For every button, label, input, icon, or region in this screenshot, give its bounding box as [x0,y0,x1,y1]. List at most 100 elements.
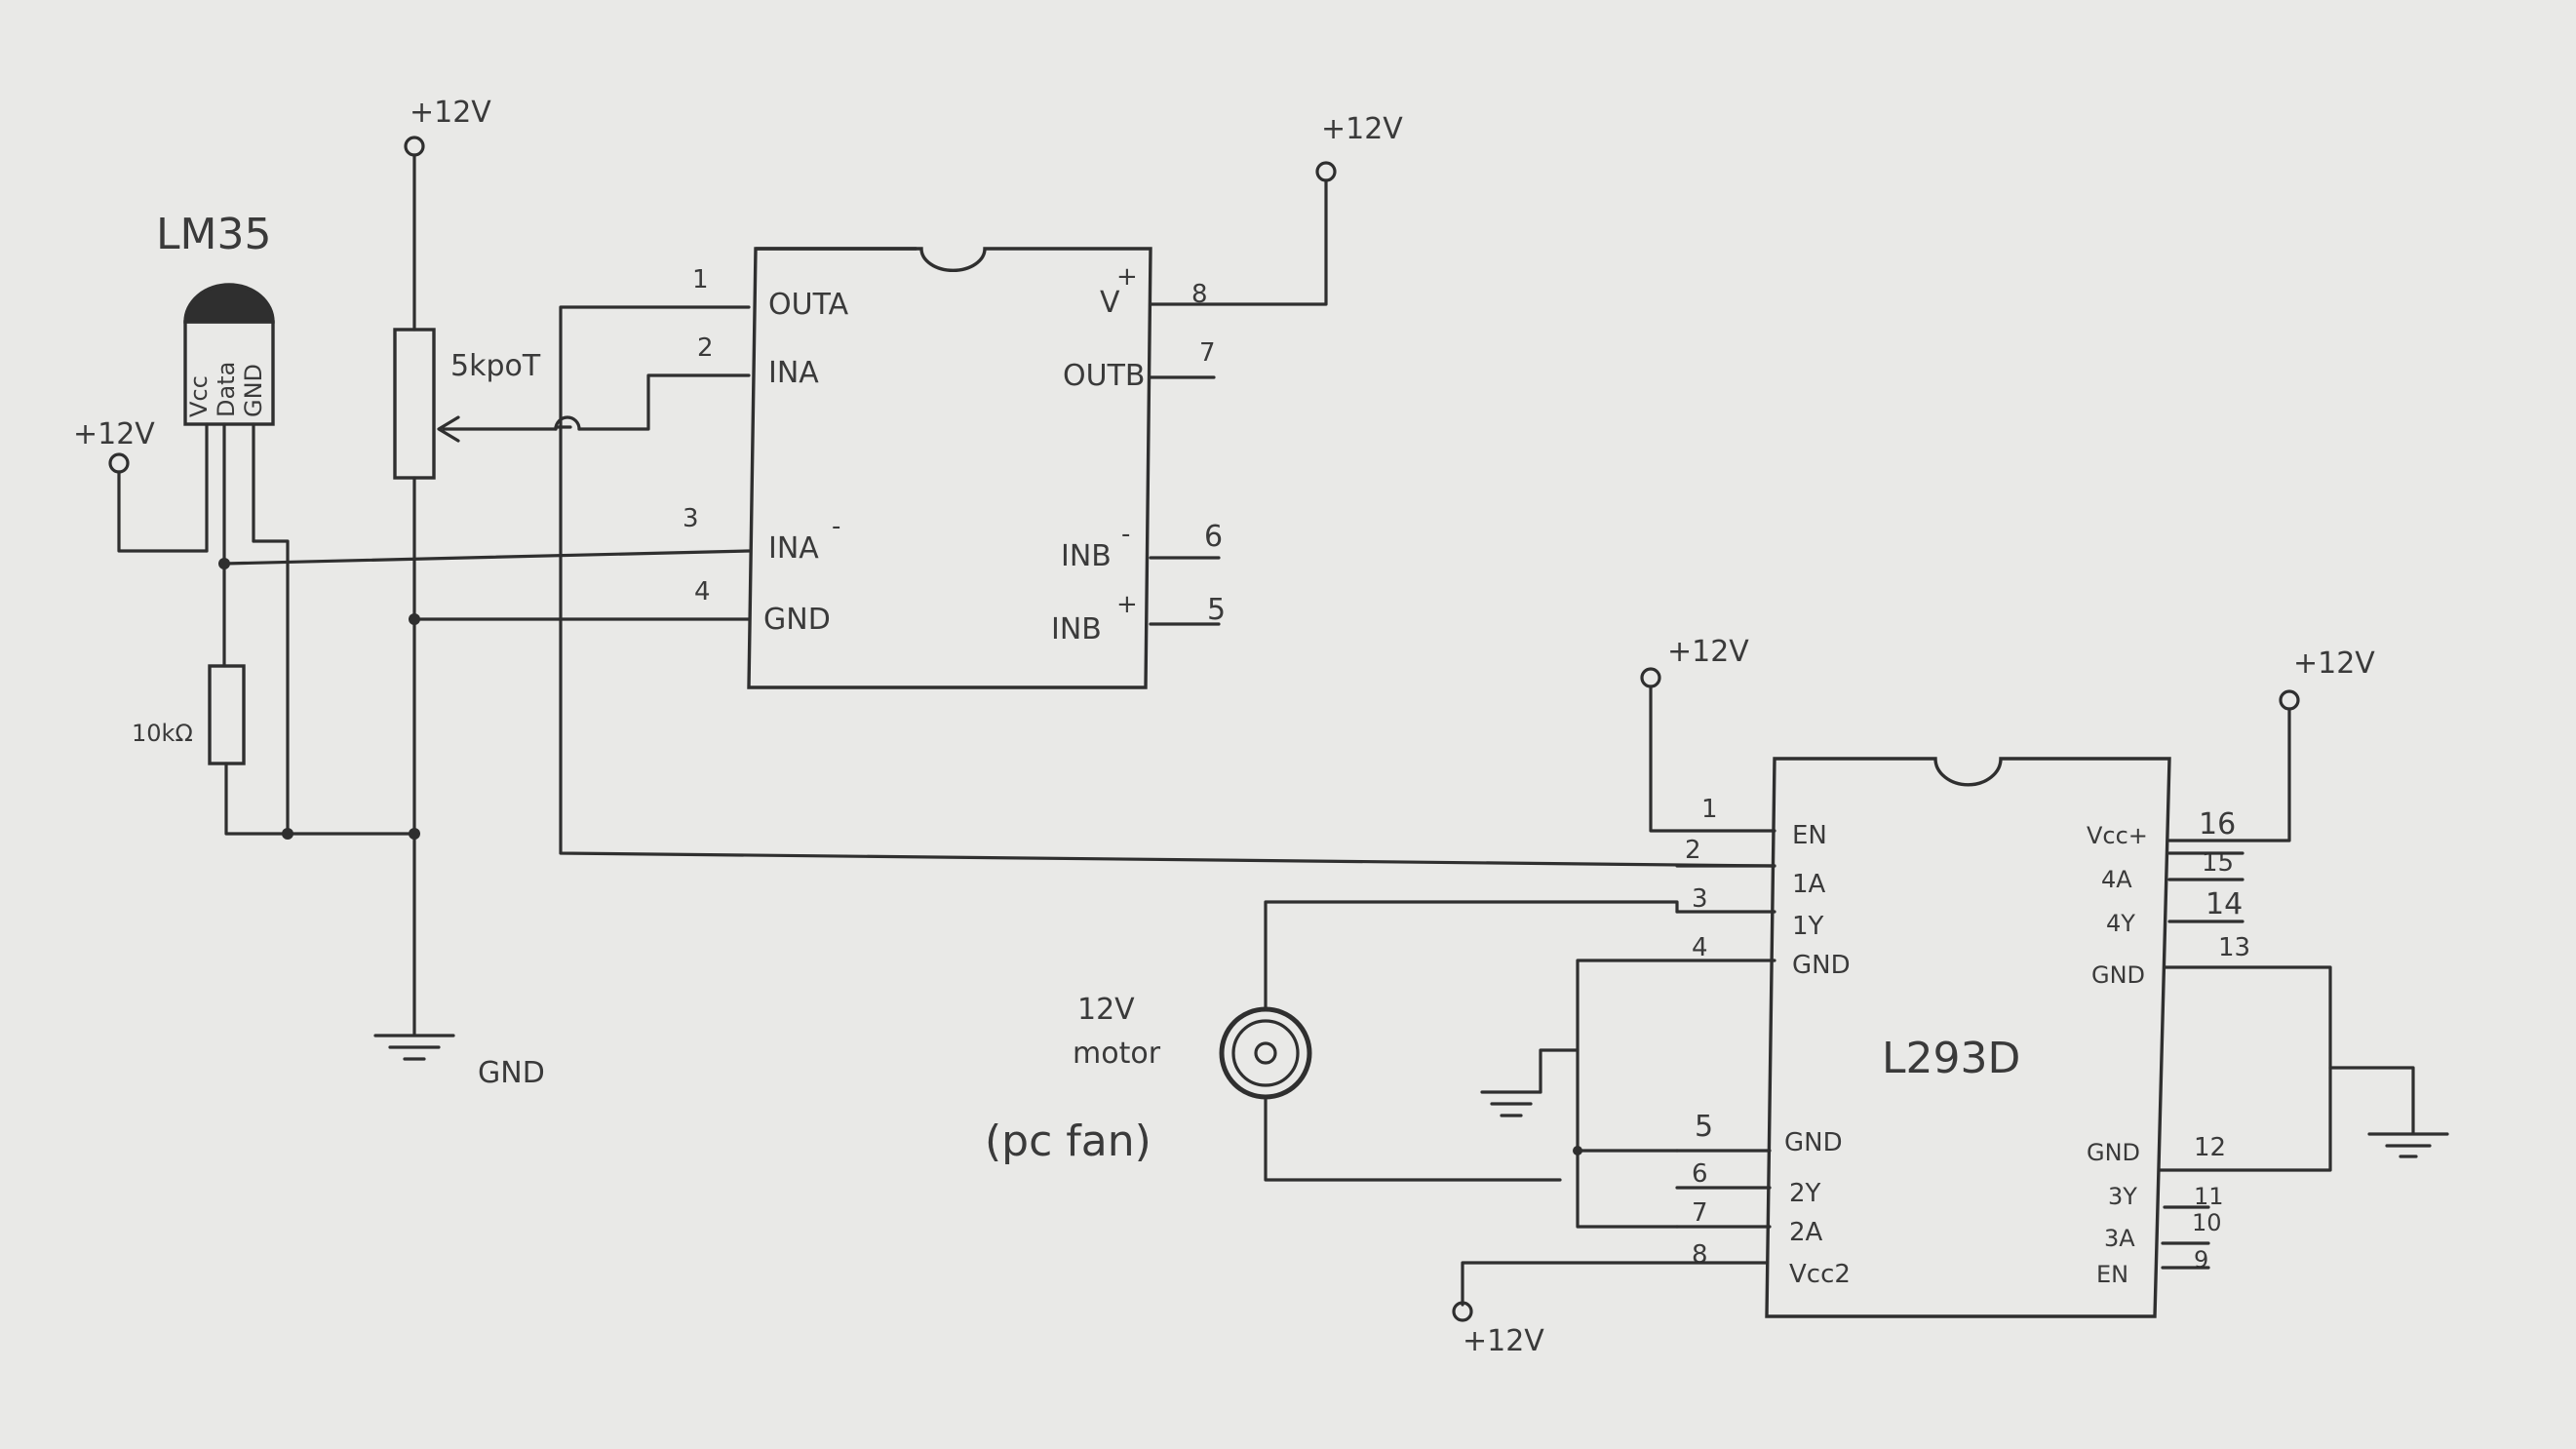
resistor-bottom-wire [224,762,416,836]
opamp-pin-5: 5 [1207,593,1226,627]
l293d-right-label-15: 4A [2101,866,2132,893]
motor-symbol-inner [1231,1019,1300,1087]
l293d-bottom-supply-terminal [1452,1301,1473,1322]
l293d-left-supply-label: +12V [1667,635,1749,669]
l293d-right-pin-16: 16 [2199,807,2236,842]
lm35-label: LM35 [156,210,271,259]
l293d-right-label-10: 3A [2104,1225,2135,1252]
opamp-vplus-label: V [1100,286,1120,320]
opamp-pin-8: 8 [1191,280,1208,309]
l293d-right-pin-14: 14 [2205,887,2243,921]
opamp-ina-neg-sign: - [832,512,840,541]
opamp-supply-terminal [1315,161,1337,182]
junction-gnd [409,613,420,625]
l293d-right-label-16: Vcc+ [2087,822,2148,849]
l293d-left-pin-6: 6 [1692,1159,1708,1189]
l293d-body [1765,757,2171,1318]
lm35-cap [183,283,275,324]
l293d-en-wire [1649,685,1776,833]
opamp-outb-label: OUTB [1063,359,1145,393]
l293d-vcc-wire [2167,707,2291,842]
opamp-pin-4: 4 [694,577,711,607]
pot-supply-terminal [404,136,425,157]
lm35-vcc-label: Vcc [185,375,213,417]
opamp-pin-1: 1 [692,265,709,294]
motor-label-2: motor [1073,1037,1161,1071]
opamp-pin-2: 2 [697,333,714,363]
motor-1y-wire [1264,900,1679,1011]
l293d-right-supply-label: +12V [2293,646,2375,681]
resistor-10k: 10kΩ [132,562,416,836]
motor: 12V motor (pc fan) [985,900,1679,1182]
opamp-outa-label: OUTA [768,288,849,322]
l293d-right-label-9: EN [2096,1261,2128,1288]
l293d-left-label-1: EN [1792,821,1827,850]
motor-label-1: 12V [1077,993,1135,1027]
junction-data [218,558,230,569]
lm35-gnd-label: GND [240,364,267,417]
resistor-label: 10kΩ [132,720,193,747]
pot-label: 5kpoT [450,349,541,383]
l293d-ic: L293D EN 1A 1Y GND GND 2Y 2A Vcc2 1 2 3 … [1452,635,2449,1358]
l293d-left-label-8: Vcc2 [1789,1260,1851,1289]
lm35-supply-wire [117,470,209,553]
lm35-body [183,320,275,426]
ground-label: GND [478,1056,545,1090]
lm35-data-label: Data [213,362,240,417]
pot-body [393,328,436,480]
l293d-left-label-7: 2A [1789,1218,1823,1247]
l293d-left-label-4: GND [1792,951,1851,980]
l293d-bottom-supply-label: +12V [1463,1324,1544,1358]
l293d-left-pin-8: 8 [1692,1240,1708,1270]
pot-wiper-arrow [437,415,460,443]
l293d-left-gnd-wire [1576,959,1776,1229]
l293d-right-pin-10: 10 [2192,1209,2222,1236]
data-to-ina-neg-wire [222,549,751,566]
l293d-left-label-5: GND [1784,1128,1843,1157]
l293d-left-pin-7: 7 [1692,1198,1708,1228]
pot-wiper-hop [554,425,572,431]
l293d-vcc2-wire [1461,1261,1769,1307]
l293d-right-label-11: 3Y [2108,1183,2137,1210]
pot-supply-label: +12V [410,96,491,130]
l293d-left-pin-3: 3 [1692,884,1708,914]
opamp-supply-label: +12V [1321,112,1403,146]
potentiometer: +12V 5kpoT [393,96,751,1036]
opamp-inb-neg-sign: - [1121,520,1130,549]
opamp-inb-pos-sign: + [1116,590,1138,619]
opamp-pin-3: 3 [683,504,699,533]
junction-res-gnd [282,828,293,840]
lm35-gnd-wire [252,539,290,836]
motor-2y-wire [1264,1095,1562,1182]
motor-label-3: (pc fan) [985,1116,1151,1166]
l293d-right-label-14: 4Y [2106,910,2135,937]
lm35-supply-terminal [108,452,130,474]
l293d-left-pin-4: 4 [1692,933,1708,962]
l293d-right-supply-terminal [2279,689,2300,711]
l293d-right-label-12: GND [2087,1139,2140,1166]
opamp-pin-6: 6 [1204,520,1223,554]
opamp-inb-neg-label: INB [1061,539,1112,573]
opamp-pin-7: 7 [1199,338,1216,368]
ground-left: GND [373,1034,545,1090]
l293d-left-label-6: 2Y [1789,1179,1821,1208]
opamp-vplus-sign: + [1116,262,1138,292]
pot-wiper-crossover [554,415,581,431]
motor-symbol-hub [1254,1041,1277,1065]
lm35-sensor: LM35 Vcc Data GND +12V [73,210,290,836]
l293d-left-label-2: 1A [1792,870,1826,899]
opamp-ic: 1 2 3 4 OUTA INA INA - GND V + OUTB INB … [683,112,1403,689]
resistor-body [208,664,246,765]
l293d-right-gnd-wire [2158,965,2332,1172]
l293d-left-pin-5: 5 [1695,1110,1713,1144]
opamp-vplus-wire [1149,178,1328,306]
opamp-inb-pos-label: INB [1051,612,1102,646]
l293d-right-pin-9: 9 [2194,1246,2208,1273]
opamp-body [747,247,1152,689]
l293d-right-pin-12: 12 [2194,1133,2226,1162]
l293d-right-gnd-drop [2328,1066,2415,1135]
opamp-ina-neg-label: INA [768,531,819,566]
opamp-ina-pos-label: INA [768,356,819,390]
pot-to-ina-pos-wire [577,373,751,431]
